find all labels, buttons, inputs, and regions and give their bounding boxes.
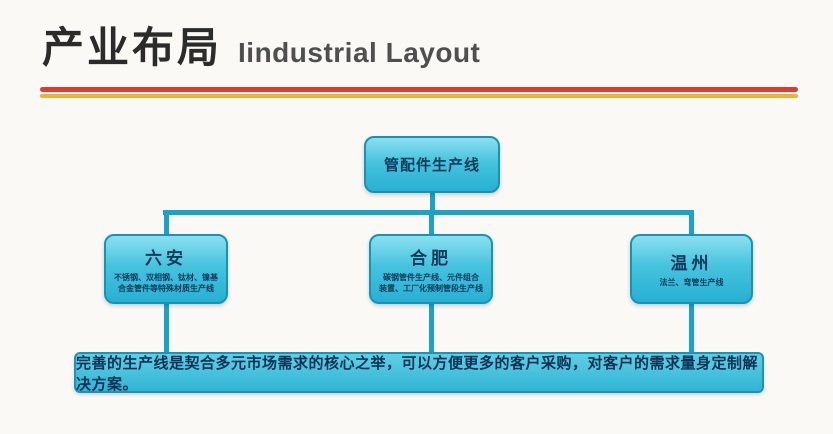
- connector-footer-wenzhou: [689, 303, 694, 353]
- site-desc-line: 不锈钢、双相钢、钛材、镍基: [114, 272, 218, 282]
- site-desc-line: 碳钢管件生产线、元件组合: [383, 272, 479, 282]
- site-name: 合肥: [410, 248, 452, 268]
- connector-drop-wenzhou: [689, 210, 694, 235]
- connector-footer-hefei: [429, 303, 434, 353]
- site-desc-line: 装置、工厂化预制管段生产线: [379, 284, 483, 293]
- root-node-label: 管配件生产线: [383, 157, 480, 174]
- footer-summary-text: 完善的生产线是契合多元市场需求的核心之举，可以方便更多的客户采购，对客户的需求量…: [76, 354, 759, 393]
- footer-summary-bar: 完善的生产线是契合多元市场需求的核心之举，可以方便更多的客户采购，对客户的需求量…: [74, 352, 764, 393]
- site-node-wenzhou: 温州 法兰、弯管生产线: [630, 234, 753, 304]
- connector-root-stem: [430, 193, 435, 212]
- connector-horizontal-bar: [163, 210, 694, 215]
- site-name: 六安: [145, 248, 187, 268]
- divider-red-line: [40, 87, 798, 92]
- connector-drop-luan: [164, 210, 169, 235]
- page-title-en: Iindustrial Layout: [238, 37, 481, 68]
- root-node: 管配件生产线: [364, 136, 500, 193]
- site-desc-line: 合金管件等特殊材质生产线: [118, 284, 214, 293]
- site-desc-line: 法兰、弯管生产线: [659, 278, 724, 288]
- site-node-luan: 六安 不锈钢、双相钢、钛材、镍基 合金管件等特殊材质生产线: [104, 234, 228, 304]
- connector-drop-hefei: [429, 210, 434, 235]
- page-title-zh: 产业布局: [42, 24, 223, 71]
- title-block: 产业布局 Iindustrial Layout: [42, 14, 480, 75]
- divider-gold-line: [40, 94, 798, 98]
- site-name: 温州: [670, 254, 713, 274]
- site-node-hefei: 合肥 碳钢管件生产线、元件组合 装置、工厂化预制管段生产线: [369, 234, 493, 304]
- connector-footer-luan: [164, 303, 169, 353]
